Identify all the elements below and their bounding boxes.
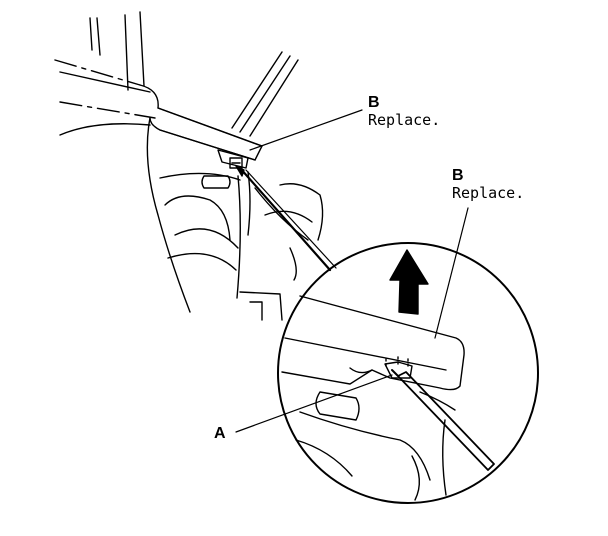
roof-pillar-lines (231, 51, 299, 137)
body-panel (59, 117, 324, 321)
detail-magnifier (277, 242, 539, 504)
callout-letter-b: B (368, 94, 380, 111)
door-pillar-lines (89, 11, 145, 91)
detail-content (281, 295, 495, 501)
up-arrow-icon (389, 249, 429, 315)
callout-letter-b: B (452, 167, 464, 184)
clip-icon (229, 157, 243, 169)
callout-note-replace: Replace. (368, 111, 441, 129)
leader-lines (235, 109, 469, 433)
callout-letter-a: A (214, 425, 226, 442)
screwdriver-icon (235, 165, 337, 272)
trim-panel-top (54, 59, 263, 169)
callout-note-replace: Replace. (452, 184, 525, 202)
